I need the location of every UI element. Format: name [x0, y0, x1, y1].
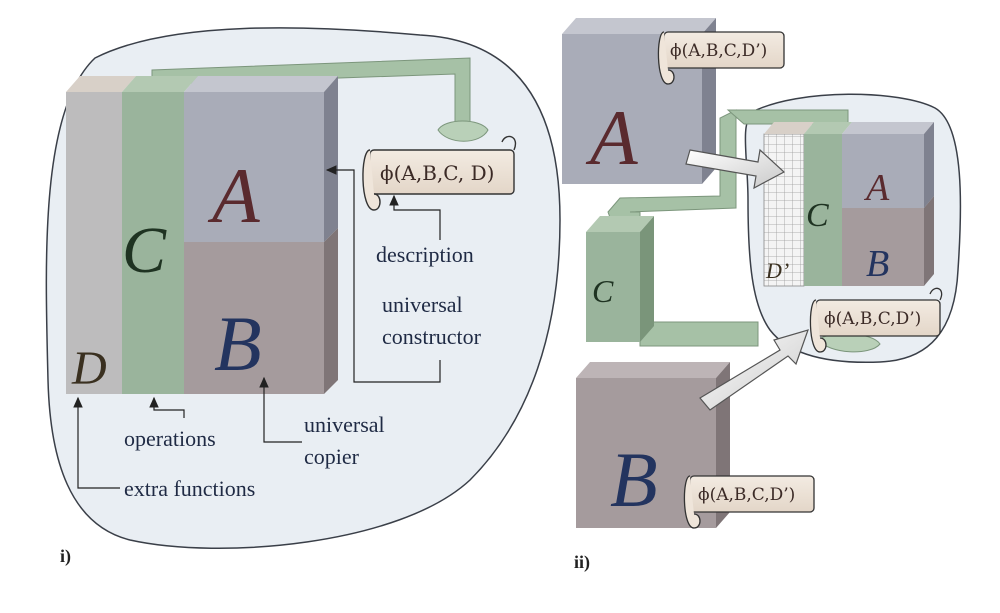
scroll-i: ϕ(A,B,C, D)	[362, 135, 517, 211]
label-universal-constructor-1: universal	[382, 292, 463, 317]
scroll-text-i: ϕ(A,B,C, D)	[380, 161, 494, 185]
letter-a-ii: A	[585, 94, 638, 181]
letter-c-ii: C	[592, 273, 614, 309]
scroll-a-ii: ϕ(A,B,C,D’)	[657, 31, 785, 85]
label-description: description	[376, 242, 474, 267]
letter-c: C	[122, 214, 167, 287]
panel-i: D C A B ϕ(A,B,C, D) description universa…	[45, 27, 561, 567]
block-c-ii	[586, 232, 640, 342]
arrow-b-to-cell	[699, 329, 809, 411]
label-universal-copier-1: universal	[304, 412, 385, 437]
block-b-ii-top	[576, 362, 730, 378]
pointer-extra-functions	[73, 396, 120, 489]
label-extra-functions: extra functions	[124, 476, 255, 501]
tape-ii-top	[726, 109, 849, 125]
letter-a: A	[207, 152, 260, 239]
pointer-constructor	[325, 165, 441, 383]
block-b-side	[324, 228, 338, 394]
letter-b-ii: B	[610, 436, 658, 523]
label-operations: operations	[124, 426, 216, 451]
block-c	[122, 92, 184, 394]
letter-b-result: B	[866, 243, 889, 285]
block-b-result-side	[924, 196, 934, 286]
block-a-result	[842, 134, 924, 208]
scroll-b-ii: ϕ(A,B,C,D’)	[683, 475, 815, 529]
block-c-ii-top	[586, 216, 654, 232]
label-universal-constructor-2: constructor	[382, 324, 482, 349]
block-a-result-side	[924, 122, 934, 208]
pointer-description	[389, 194, 441, 240]
block-d	[66, 92, 122, 394]
block-a-ii-top	[562, 18, 716, 34]
scroll-a-ii-text: ϕ(A,B,C,D’)	[670, 41, 767, 61]
letter-c-result: C	[806, 197, 829, 234]
block-b-result	[842, 208, 924, 286]
letter-b: B	[214, 300, 262, 387]
arrow-a-to-cell	[685, 148, 786, 190]
pointer-copier	[259, 376, 302, 443]
panel-ii: C A ϕ(A,B,C,D’) B ϕ(A,B,C,D’)	[562, 18, 962, 573]
block-b	[184, 242, 324, 394]
block-c-result	[804, 134, 842, 286]
block-a-top	[184, 76, 338, 92]
scroll-b-ii-text: ϕ(A,B,C,D’)	[698, 485, 795, 505]
label-universal-copier-2: copier	[304, 444, 360, 469]
block-a	[184, 92, 324, 242]
block-a-side	[324, 76, 338, 242]
block-a-result-top	[842, 122, 934, 134]
letter-d: D	[71, 342, 107, 395]
block-d-top	[66, 76, 136, 92]
scroll-result-ii: ϕ(A,B,C,D’)	[809, 287, 943, 353]
block-c-top	[122, 76, 198, 92]
pointer-operations	[149, 396, 185, 418]
block-c-result-top	[804, 122, 852, 134]
block-d-prime-top	[764, 122, 814, 134]
panel-ii-label: ii)	[574, 552, 590, 573]
panel-i-label: i)	[60, 546, 71, 567]
block-c-ii-side	[640, 216, 654, 342]
letter-a-result: A	[863, 167, 890, 209]
scroll-result-ii-text: ϕ(A,B,C,D’)	[824, 309, 921, 329]
tape-roll-i	[437, 120, 489, 142]
letter-d-prime-result: D’	[765, 258, 789, 283]
